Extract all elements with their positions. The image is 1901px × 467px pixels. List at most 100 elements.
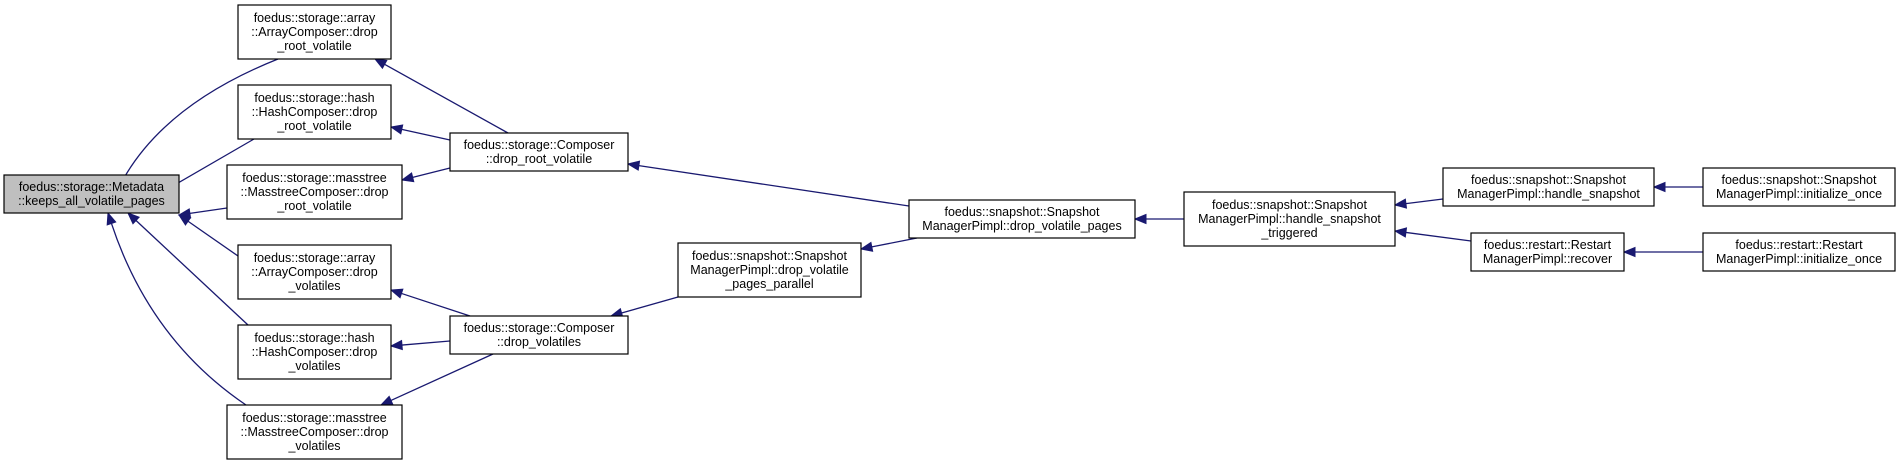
edge-line — [401, 292, 471, 317]
node-box — [449, 132, 629, 172]
node-label-line: ManagerPimpl::initialize_once — [1716, 187, 1882, 201]
edge-composer_drop_root-to-masstree_drop_root — [400, 167, 451, 183]
arrowhead-icon — [1652, 181, 1666, 193]
node-label-line: ::MasstreeComposer::drop — [241, 185, 389, 199]
node-label-line: foedus::restart::Restart — [1735, 238, 1863, 252]
edge-array_drop_vol-to-metadata — [177, 214, 239, 257]
node-restart_recover[interactable]: foedus::restart::RestartManagerPimpl::re… — [1470, 232, 1625, 272]
edge-snap_handle-to-snap_handle_triggered — [1393, 198, 1444, 209]
node-label-line: ManagerPimpl::handle_snapshot — [1457, 187, 1640, 201]
arrowhead-icon — [177, 214, 192, 226]
node-label-line: ManagerPimpl::drop_volatile_pages — [922, 219, 1121, 233]
node-label-line: foedus::snapshot::Snapshot — [692, 249, 848, 263]
arrowhead-icon — [626, 160, 641, 171]
edge-snap_drop_pages-to-snap_drop_parallel — [859, 237, 918, 252]
arrowhead-icon — [1393, 227, 1408, 238]
node-label-line: foedus::storage::Composer — [464, 321, 615, 335]
node-label-line: foedus::snapshot::Snapshot — [1722, 173, 1878, 187]
node-box — [449, 315, 629, 355]
edge-line — [871, 237, 918, 248]
arrowhead-icon — [1393, 198, 1408, 209]
edge-composer_drop_root-to-array_drop_root — [373, 58, 509, 134]
node-snap_handle[interactable]: foedus::snapshot::SnapshotManagerPimpl::… — [1442, 167, 1655, 207]
edge-line — [638, 164, 910, 207]
node-snap_init[interactable]: foedus::snapshot::SnapshotManagerPimpl::… — [1702, 167, 1896, 207]
edge-composer_drop_vol-to-hash_drop_vol — [389, 339, 451, 351]
node-label-line: foedus::storage::array — [254, 11, 376, 25]
node-label-line: foedus::snapshot::Snapshot — [1471, 173, 1627, 187]
node-restart_init[interactable]: foedus::restart::RestartManagerPimpl::in… — [1702, 232, 1896, 272]
edge-masstree_drop_vol-to-metadata — [106, 211, 247, 406]
nodes-layer: foedus::storage::Metadata::keeps_all_vol… — [3, 4, 1896, 460]
arrowhead-icon — [379, 395, 394, 406]
node-composer_drop_root[interactable]: foedus::storage::Composer::drop_root_vol… — [449, 132, 629, 172]
node-box — [237, 4, 392, 60]
edge-composer_drop_root-to-hash_drop_root — [389, 124, 451, 141]
node-label-line: foedus::restart::Restart — [1484, 238, 1612, 252]
node-box — [237, 324, 392, 380]
arrowhead-icon — [389, 124, 404, 135]
edge-line — [384, 63, 509, 134]
node-label-line: ManagerPimpl::initialize_once — [1716, 252, 1882, 266]
edge-line — [1405, 198, 1444, 205]
node-label-line: _volatiles — [287, 359, 340, 373]
node-metadata[interactable]: foedus::storage::Metadata::keeps_all_vol… — [3, 174, 180, 214]
node-box — [226, 164, 403, 220]
node-hash_drop_root[interactable]: foedus::storage::hash::HashComposer::dro… — [237, 84, 392, 140]
edge-restart_init-to-restart_recover — [1622, 246, 1703, 258]
node-label-line: ::MasstreeComposer::drop — [241, 425, 389, 439]
arrowhead-icon — [106, 211, 117, 226]
node-label-line: ::ArrayComposer::drop — [251, 265, 377, 279]
edge-line — [401, 340, 451, 346]
edge-line — [189, 207, 228, 215]
node-composer_drop_vol[interactable]: foedus::storage::Composer::drop_volatile… — [449, 315, 629, 355]
edge-line — [110, 223, 247, 406]
node-label-line: foedus::snapshot::Snapshot — [945, 205, 1101, 219]
arrowhead-icon — [1133, 213, 1147, 225]
node-box — [3, 174, 180, 214]
node-label-line: foedus::storage::hash — [254, 331, 374, 345]
arrowhead-icon — [1622, 246, 1636, 258]
node-label-line: ManagerPimpl::handle_snapshot — [1198, 212, 1381, 226]
edge-line — [621, 296, 679, 314]
node-box — [908, 199, 1136, 239]
node-box — [1442, 167, 1655, 207]
edge-line — [412, 167, 451, 178]
arrowhead-icon — [373, 58, 388, 70]
node-label-line: _root_volatile — [276, 39, 351, 53]
node-array_drop_vol[interactable]: foedus::storage::array::ArrayComposer::d… — [237, 244, 392, 300]
edge-line — [187, 220, 239, 257]
arrowhead-icon — [127, 212, 140, 225]
node-label-line: ::drop_volatiles — [497, 335, 581, 349]
node-label-line: foedus::storage::masstree — [242, 411, 387, 425]
arrowhead-icon — [389, 288, 404, 299]
node-label-line: foedus::storage::masstree — [242, 171, 387, 185]
node-box — [237, 84, 392, 140]
node-box — [237, 244, 392, 300]
node-hash_drop_vol[interactable]: foedus::storage::hash::HashComposer::dro… — [237, 324, 392, 380]
node-box — [1470, 232, 1625, 272]
node-box — [1702, 167, 1896, 207]
node-array_drop_root[interactable]: foedus::storage::array::ArrayComposer::d… — [237, 4, 392, 60]
node-box — [1183, 191, 1396, 247]
edge-line — [390, 353, 494, 402]
node-label-line: ::HashComposer::drop — [252, 105, 378, 119]
node-box — [1702, 232, 1896, 272]
node-snap_drop_parallel[interactable]: foedus::snapshot::SnapshotManagerPimpl::… — [677, 242, 862, 298]
node-masstree_drop_vol[interactable]: foedus::storage::masstree::MasstreeCompo… — [226, 404, 403, 460]
edge-composer_drop_vol-to-masstree_drop_vol — [379, 353, 494, 406]
node-label-line: _triggered — [1260, 226, 1317, 240]
node-label-line: ::HashComposer::drop — [252, 345, 378, 359]
node-label-line: foedus::storage::array — [254, 251, 376, 265]
node-snap_handle_triggered[interactable]: foedus::snapshot::SnapshotManagerPimpl::… — [1183, 191, 1396, 247]
edge-line — [401, 128, 451, 141]
edge-line — [1405, 231, 1472, 242]
node-snap_drop_pages[interactable]: foedus::snapshot::SnapshotManagerPimpl::… — [908, 199, 1136, 239]
node-label-line: foedus::storage::Composer — [464, 138, 615, 152]
node-label-line: _pages_parallel — [724, 277, 813, 291]
edge-snap_init-to-snap_handle — [1652, 181, 1703, 193]
edge-line — [135, 220, 249, 326]
node-label-line: ::keeps_all_volatile_pages — [18, 194, 165, 208]
node-label-line: foedus::storage::hash — [254, 91, 374, 105]
node-masstree_drop_root[interactable]: foedus::storage::masstree::MasstreeCompo… — [226, 164, 403, 220]
